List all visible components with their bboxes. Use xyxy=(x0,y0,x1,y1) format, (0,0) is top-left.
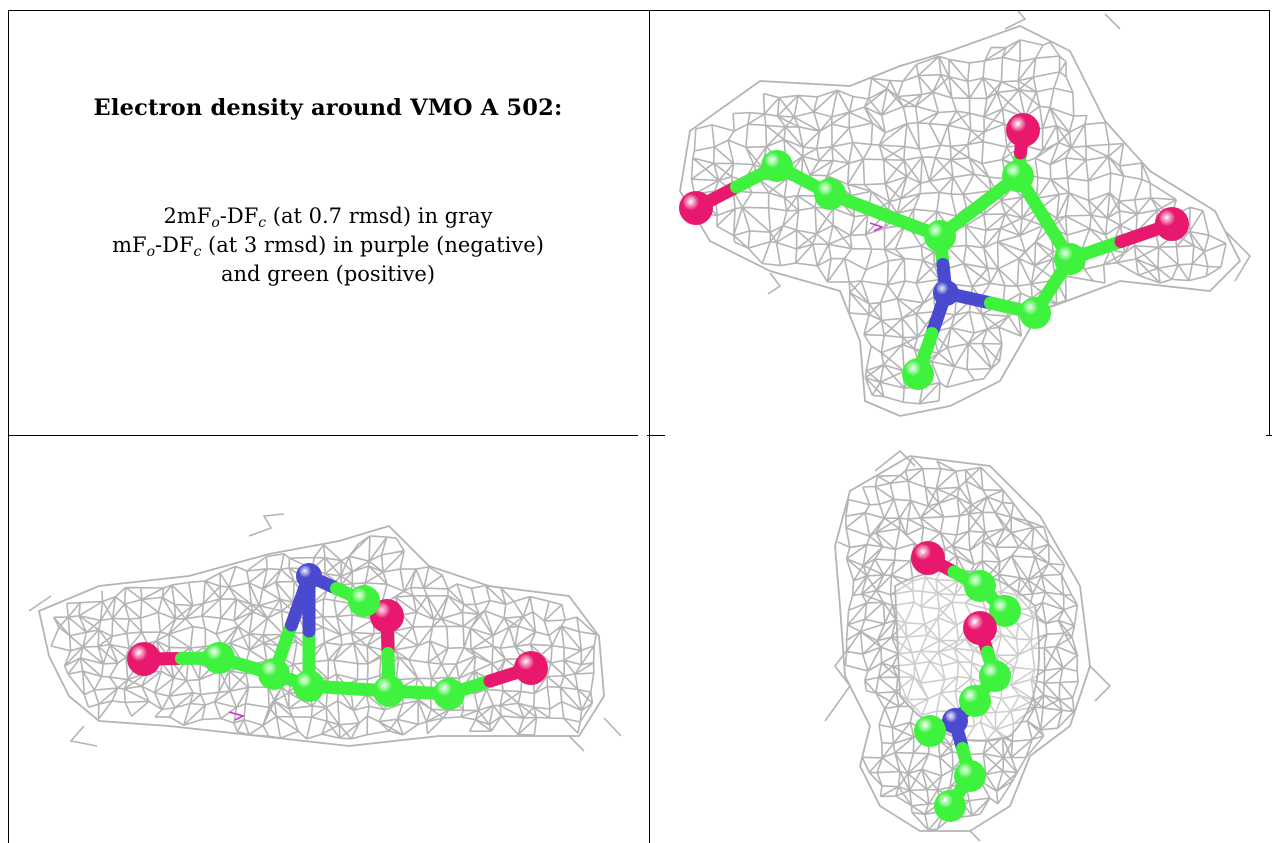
table-border-left xyxy=(8,10,9,843)
caption-title: Electron density around VMO A 502: xyxy=(93,95,563,121)
density-view-top-right xyxy=(650,11,1269,435)
molecule-vmo xyxy=(127,563,548,710)
density-image-front xyxy=(679,11,1252,417)
caption-line1-pre: 2mF xyxy=(163,204,212,228)
caption-line2-sub1: o xyxy=(146,244,156,260)
caption-line2-pre: mF xyxy=(112,233,147,257)
caption-line2-post: (at 3 rmsd) in purple (negative) xyxy=(201,233,544,257)
molecule-vmo xyxy=(911,541,1021,822)
caption-line1-sub2: c xyxy=(258,215,267,231)
table-divider-vertical xyxy=(649,10,650,843)
caption-line-positive: and green (positive) xyxy=(220,262,436,286)
density-image-side xyxy=(28,513,622,752)
caption-line2-sub2: c xyxy=(193,244,202,260)
table-divider-horizontal-left xyxy=(8,435,638,436)
density-view-bottom-right xyxy=(650,436,1269,843)
table-border-top xyxy=(8,10,1270,11)
caption-line1-sub1: o xyxy=(211,215,220,231)
molecule-vmo xyxy=(679,113,1189,390)
mesh-2fo-fc xyxy=(679,11,1252,417)
density-view-bottom-left xyxy=(9,436,649,843)
caption-line1-post: (at 0.7 rmsd) in gray xyxy=(266,204,493,228)
caption-legend: 2mFo-DFc (at 0.7 rmsd) in gray mFo-DFc (… xyxy=(8,202,648,289)
density-image-end xyxy=(824,449,1112,842)
caption-line1-mid: -DF xyxy=(219,204,259,228)
table-divider-horizontal-mid xyxy=(647,435,665,436)
caption-line-fo-fc: mFo-DFc (at 3 rmsd) in purple (negative) xyxy=(8,231,648,260)
table-border-right xyxy=(1269,10,1270,435)
caption-line2-mid: -DF xyxy=(155,233,194,257)
caption-line-2fo-fc: 2mFo-DFc (at 0.7 rmsd) in gray xyxy=(8,202,648,231)
table-divider-horizontal-right xyxy=(1266,435,1272,436)
caption-cell: Electron density around VMO A 502: 2mFo-… xyxy=(8,10,648,430)
mesh-2fo-fc xyxy=(28,513,622,752)
